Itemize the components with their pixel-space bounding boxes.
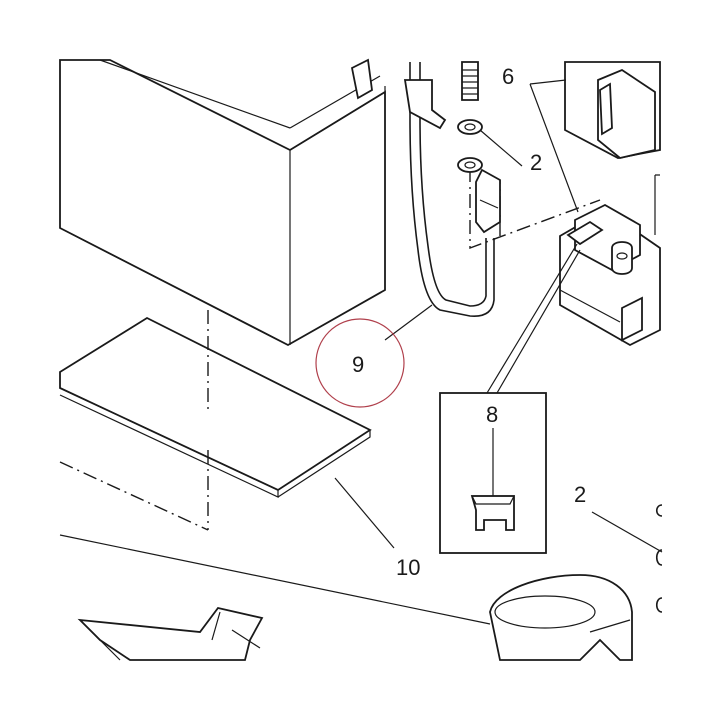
bolt-and-washer (457, 61, 483, 173)
lower-left-bracket (77, 606, 264, 661)
starter-relay (559, 61, 661, 347)
callout-10: 10 (396, 555, 420, 580)
battery (59, 58, 386, 347)
battery-pad (59, 316, 372, 498)
leader-lines (334, 79, 663, 553)
callout-6: 6 (502, 64, 514, 89)
starter-cable (403, 62, 501, 317)
callout-2-lower: 2 (574, 482, 586, 507)
lower-right-component (489, 574, 633, 661)
callout-9: 9 (352, 352, 364, 377)
callout-2-upper: 2 (530, 150, 542, 175)
guide-line (59, 534, 491, 625)
callout-8: 8 (486, 402, 498, 427)
highlight-circle (315, 318, 405, 408)
right-edge-rings (655, 504, 663, 613)
